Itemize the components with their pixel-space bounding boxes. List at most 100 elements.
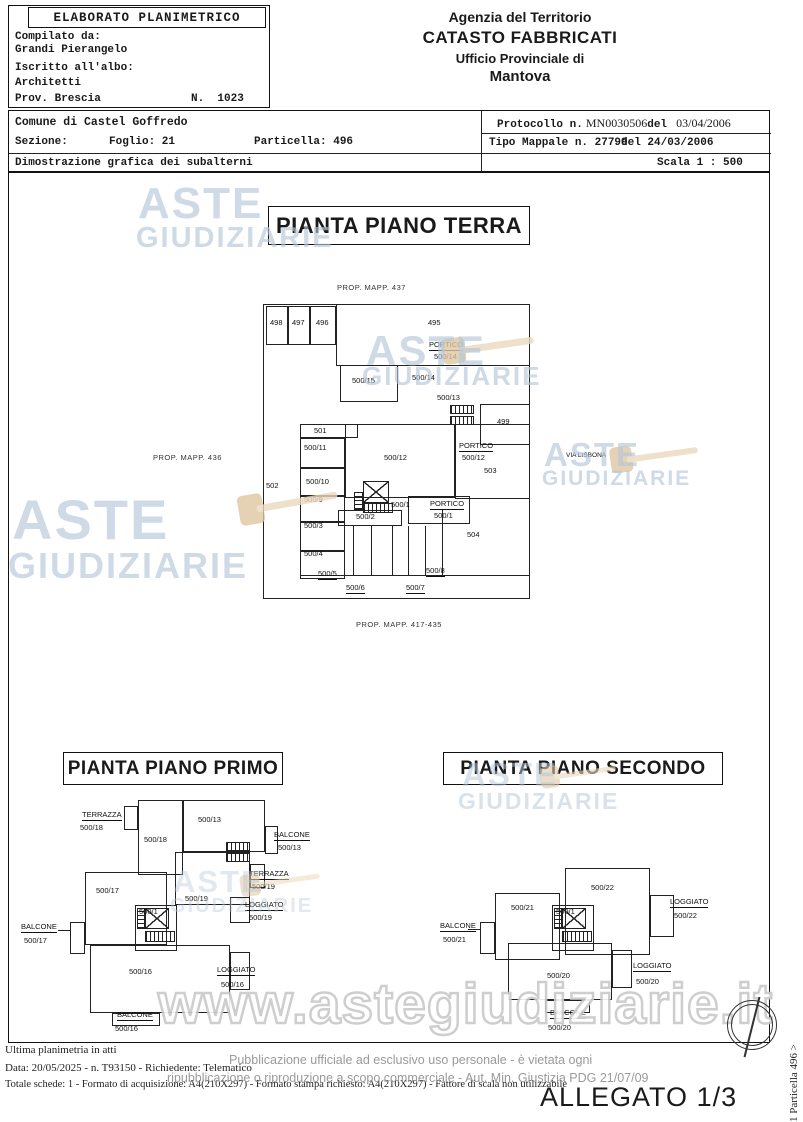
- elaborato-box: ELABORATO PLANIMETRICO Compilato da: Gra…: [8, 5, 270, 108]
- room-label: 500/3: [304, 521, 323, 530]
- wall: [408, 526, 409, 575]
- room-outline: [345, 424, 455, 498]
- room-label: 500/17: [96, 886, 119, 895]
- stairs-icon: [226, 842, 250, 851]
- stairs-icon: [137, 908, 145, 929]
- dimostrazione-label: Dimostrazione grafica dei subalterni: [15, 157, 253, 169]
- balcony-label: BALCONE: [117, 1010, 153, 1021]
- stairs-icon: [450, 405, 474, 414]
- room-label: 498: [270, 318, 283, 327]
- via-lisbona-label: VIA LISBONA: [566, 452, 607, 459]
- room-label: 500/1: [556, 907, 575, 916]
- footer-data-line: Data: 20/05/2025 - n. T93150 - Richieden…: [5, 1062, 252, 1074]
- room-outline: [340, 365, 398, 402]
- header-grid-hline-right: [481, 133, 771, 134]
- room-label: 496: [316, 318, 329, 327]
- stairs-icon: [145, 931, 175, 942]
- room-label: 500/19: [252, 882, 275, 891]
- sidebar-vertical-text: Elaborato Planimetrico - Catasto dei Fab…: [788, 1044, 800, 1122]
- room-outline: [90, 945, 230, 1013]
- room-label: 500/20: [547, 971, 570, 980]
- room-label: 495: [428, 318, 441, 327]
- north-compass-icon: [726, 996, 780, 1058]
- header-grid-divider: [481, 111, 482, 173]
- portico-label: PORTICO: [459, 441, 494, 452]
- room-label: 497: [292, 318, 305, 327]
- loggia-label: LOGGIATO: [633, 961, 672, 972]
- compilato-label: Compilato da:: [15, 31, 101, 43]
- room-label: 500/8: [426, 566, 445, 577]
- room-label: 503: [484, 466, 497, 475]
- portico-label: PORTICO: [430, 499, 465, 510]
- loggia-label: LOGGIATO: [217, 965, 256, 976]
- room-outline: [408, 496, 470, 524]
- room-label: 500/16: [129, 967, 152, 976]
- room-label: 500/22: [591, 883, 614, 892]
- loggia-label: LOGGIATO: [245, 900, 284, 911]
- wall: [455, 498, 530, 499]
- drawing-frame: [8, 172, 770, 1043]
- header-grid: Comune di Castel Goffredo Sezione: Fogli…: [8, 110, 771, 173]
- room-label: 500/15: [352, 376, 375, 385]
- wall: [300, 575, 530, 576]
- room-label: 500/5: [318, 569, 337, 580]
- room-label: 500/20: [548, 1023, 571, 1032]
- elaborato-title-box: ELABORATO PLANIMETRICO: [28, 7, 266, 28]
- stairs-icon: [354, 492, 363, 510]
- balcony-outline: [480, 922, 495, 954]
- room-outline: [310, 306, 336, 345]
- albo-number: N. 1023: [191, 93, 244, 105]
- wall: [442, 510, 443, 575]
- stairs-icon: [562, 931, 592, 942]
- loggia-label: LOGGIATO: [670, 897, 709, 908]
- room-label: 499: [497, 417, 510, 426]
- room-outline: [552, 905, 594, 951]
- room-outline: [266, 306, 288, 345]
- loggia-outline: [612, 950, 632, 988]
- wall: [455, 424, 456, 498]
- room-label: 500/19: [185, 894, 208, 903]
- room-outline: [300, 551, 345, 579]
- room-label: 500/14: [412, 373, 435, 382]
- room-label: 500/21: [443, 935, 466, 944]
- room-label: 500/1: [391, 500, 410, 509]
- balcony-label: BALCONE: [21, 922, 57, 933]
- scala-label: Scala 1 : 500: [657, 157, 743, 169]
- albo-label: Iscritto all'albo:: [15, 62, 134, 74]
- room-label: 500/18: [80, 823, 103, 832]
- room-label: 500/18: [144, 835, 167, 844]
- ultima-planimetria-note: Ultima planimetria in atti: [5, 1044, 117, 1056]
- balcony-outline: [112, 1013, 160, 1026]
- room-label: 501: [314, 426, 327, 435]
- room-label: 500/16: [115, 1024, 138, 1033]
- room-outline: [508, 943, 612, 1000]
- stairs-icon: [363, 503, 393, 513]
- wall: [353, 526, 354, 575]
- room-outline: [135, 905, 177, 951]
- balcony-outline: [70, 922, 85, 954]
- room-label: 500/22: [674, 911, 697, 920]
- room-label: 500/1: [139, 907, 158, 916]
- wall: [336, 304, 337, 365]
- loggia-outline: [650, 895, 674, 937]
- terrace-outline: [124, 806, 138, 830]
- agency-line3: Ufficio Provinciale di: [455, 51, 585, 66]
- foglio-value: Foglio: 21: [109, 136, 176, 148]
- room-label: 504: [467, 530, 480, 539]
- room-label: 500/14: [434, 352, 457, 361]
- room-label: 500/13: [198, 815, 221, 824]
- elevator-icon: [145, 908, 169, 929]
- elevator-icon: [562, 908, 586, 929]
- protocollo-del: del: [647, 119, 668, 131]
- agency-line4: Mantova: [489, 68, 551, 85]
- room-label: 500/13: [437, 393, 460, 402]
- elevator-icon: [363, 481, 389, 503]
- room-label: 500/16: [221, 980, 244, 989]
- compilato-name: Grandi Pierangelo: [15, 44, 128, 56]
- tipo-mappale-date: del 24/03/2006: [621, 137, 714, 149]
- stairs-icon: [554, 908, 562, 929]
- title-piano-secondo: PIANTA PIANO SECONDO: [443, 752, 723, 785]
- tipo-mappale-label: Tipo Mappale n. 27799: [489, 137, 628, 149]
- balcony-label: BALCONE: [550, 1008, 586, 1019]
